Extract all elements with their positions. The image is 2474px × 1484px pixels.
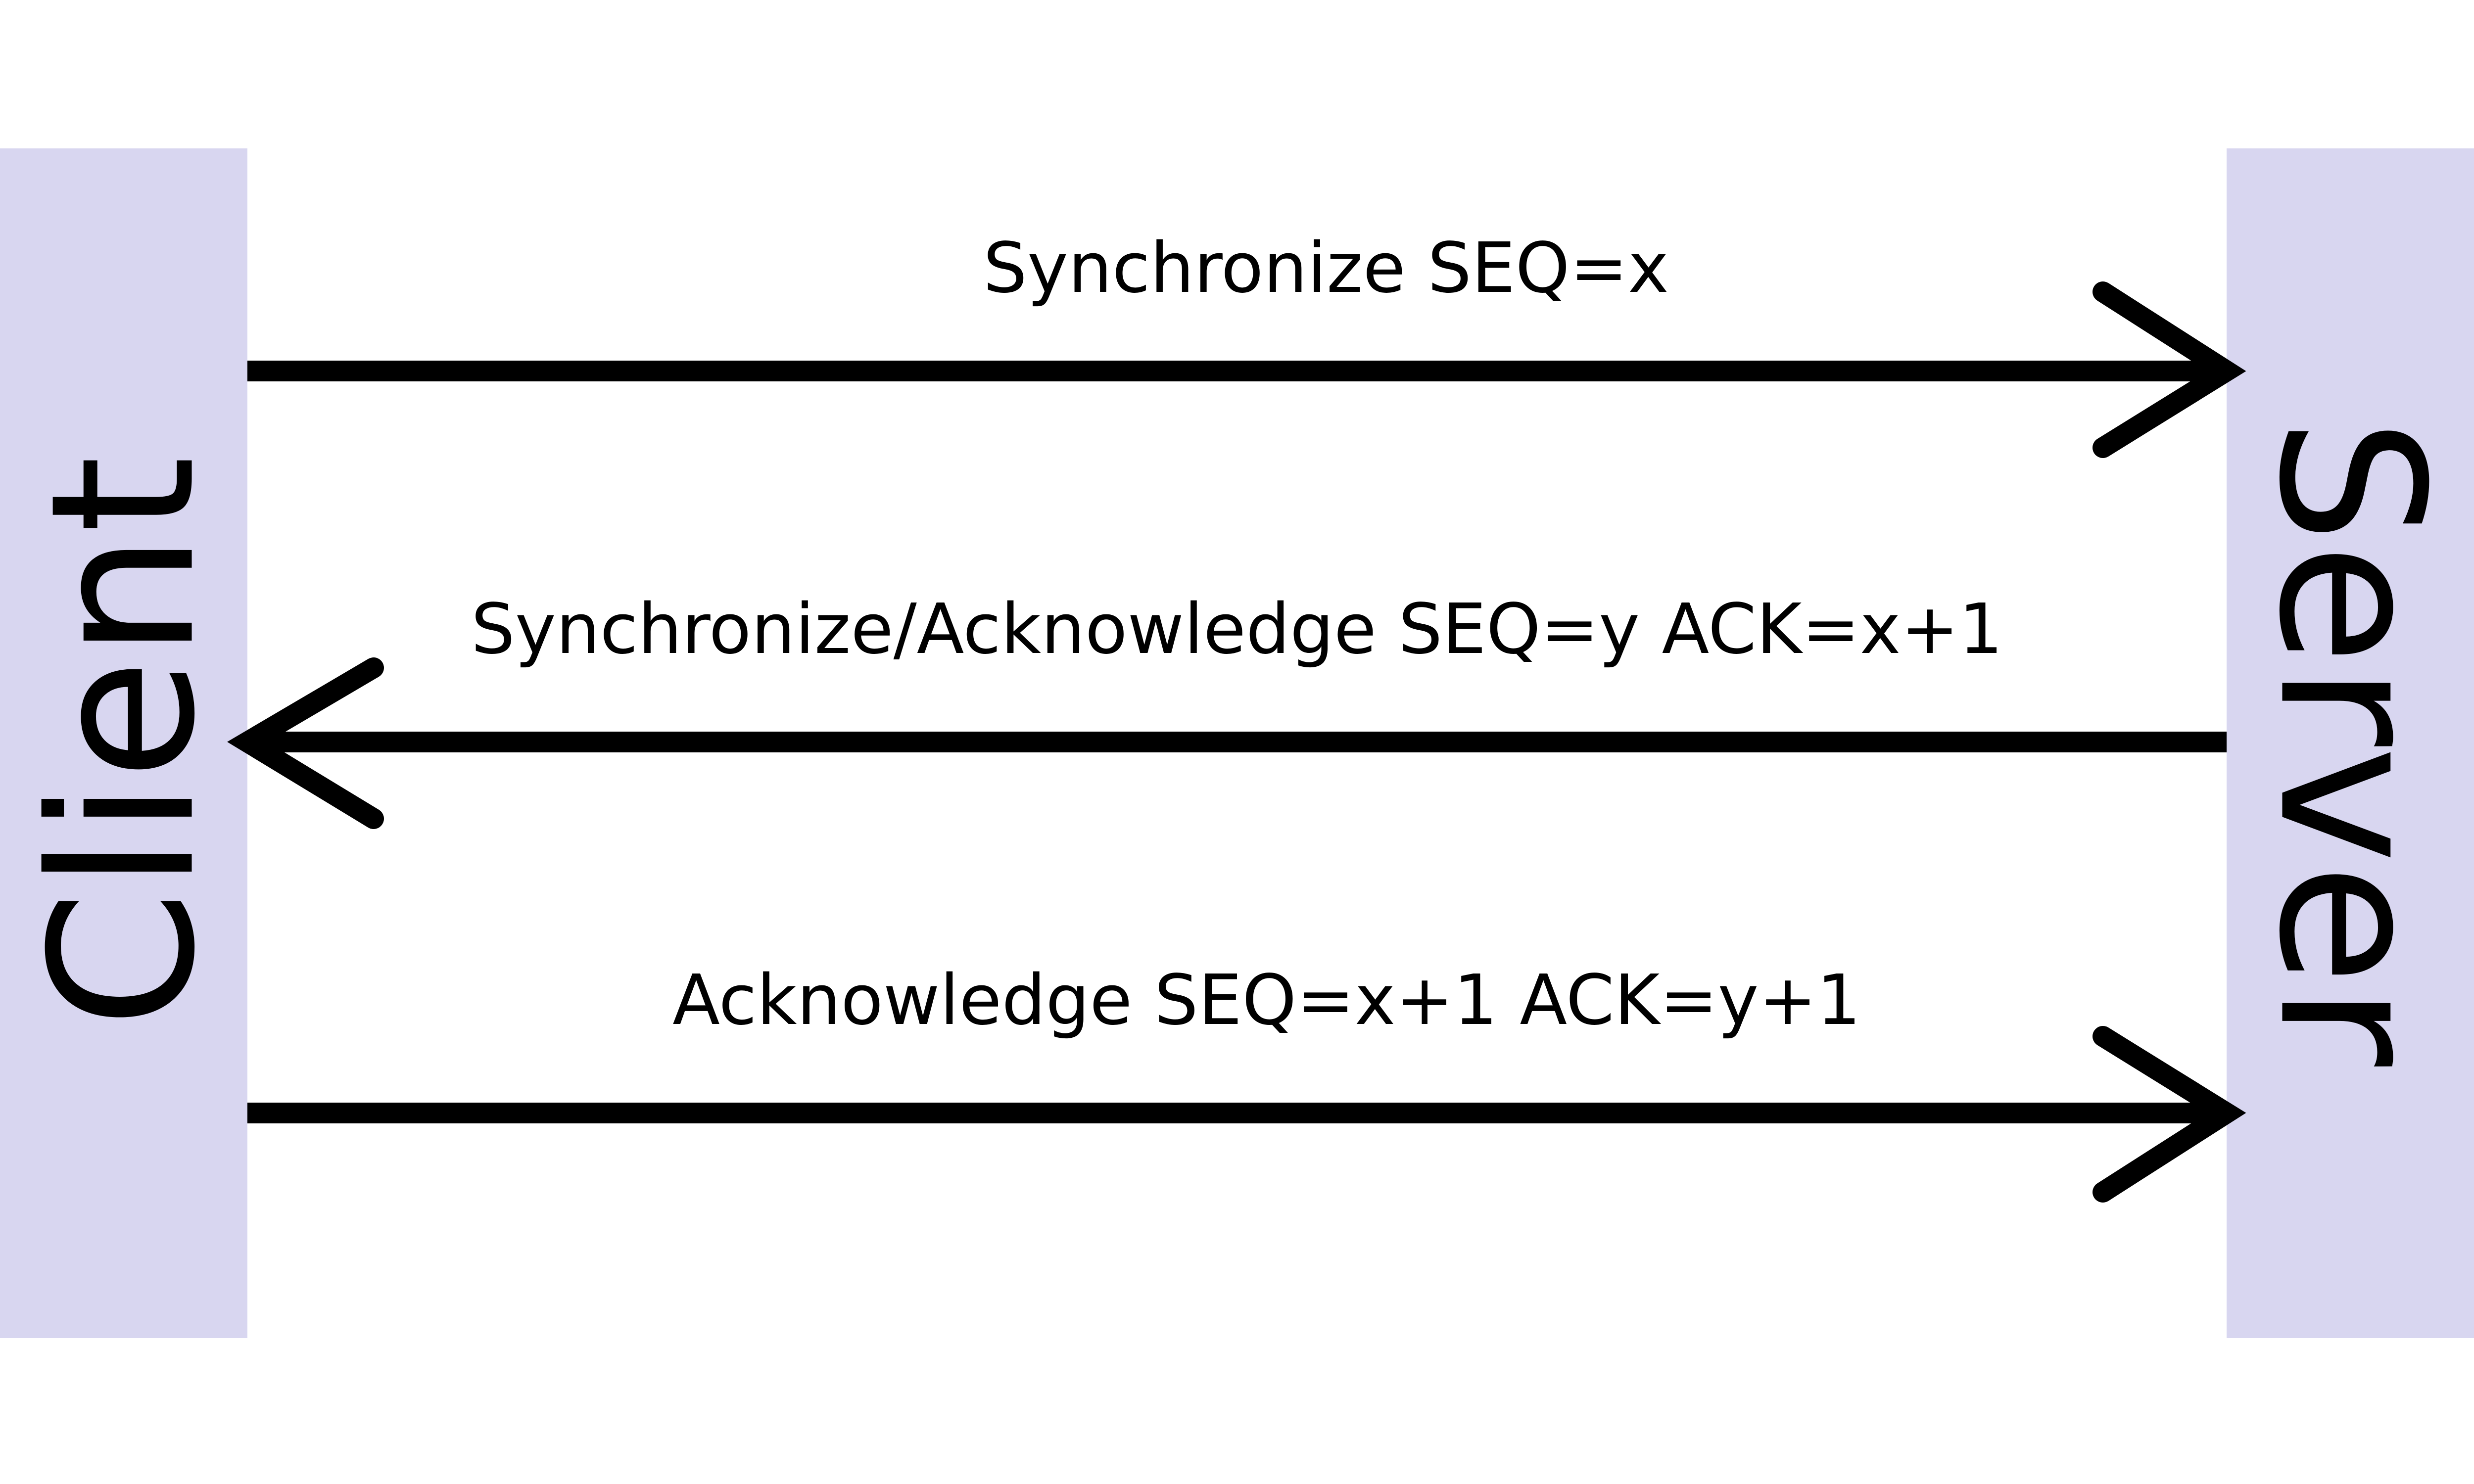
client-label: Client <box>9 456 239 1028</box>
message-syn: Synchronize SEQ=x <box>247 228 2246 458</box>
message-syn-ack: Synchronize/Acknowledge SEQ=y ACK=x+1 <box>227 589 2227 829</box>
server-lifeline-bar <box>2227 148 2474 1338</box>
server-label: Server <box>2236 417 2466 1068</box>
arrow-syn-ack-head-icon <box>227 657 384 829</box>
message-ack-label: Acknowledge SEQ=x+1 ACK=y+1 <box>672 960 1861 1041</box>
message-syn-label: Synchronize SEQ=x <box>983 228 1669 309</box>
message-syn-ack-label: Synchronize/Acknowledge SEQ=y ACK=x+1 <box>471 589 2003 670</box>
arrow-ack-head-icon <box>2093 1026 2246 1203</box>
client-lifeline-bar <box>0 148 247 1338</box>
arrow-syn-head-icon <box>2093 281 2246 458</box>
message-ack: Acknowledge SEQ=x+1 ACK=y+1 <box>247 960 2246 1203</box>
